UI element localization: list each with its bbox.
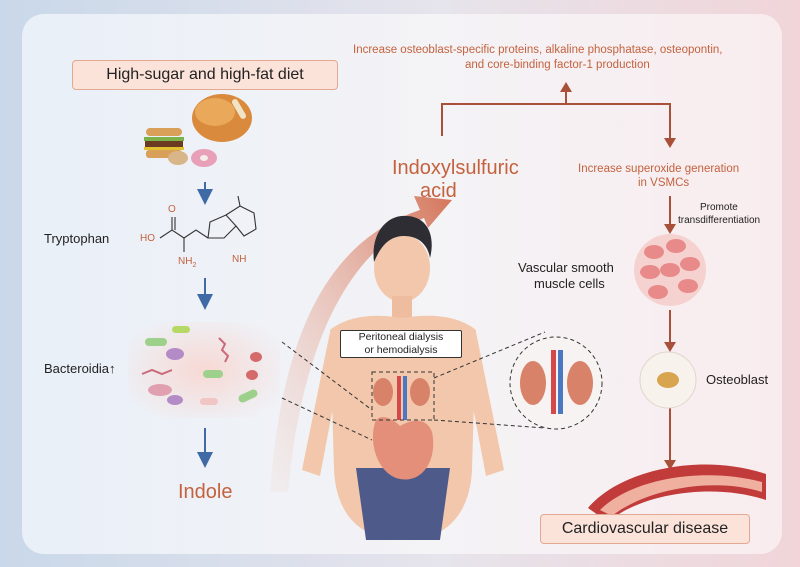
molecule-nh2-sub: 2: [192, 262, 197, 269]
diet-label-box: High-sugar and high-fat diet: [72, 60, 338, 90]
dialysis-label-box: Peritoneal dialysis or hemodialysis: [340, 330, 462, 358]
osteoblast-cell-icon: [639, 351, 697, 409]
vsmc-label-line1: Vascular smooth: [518, 260, 614, 275]
food-icon: [144, 94, 252, 167]
tryptophan-label: Tryptophan: [44, 231, 110, 246]
bacteroidia-label: Bacteroidia↑: [44, 361, 116, 376]
indole-label: Indole: [178, 481, 233, 503]
promote-line1: Promote: [700, 202, 738, 213]
promote-line2: transdifferentiation: [678, 215, 761, 226]
artery-icon: [588, 464, 766, 522]
molecule-nh2: NH2: [178, 256, 196, 269]
curved-flow-arrow: [270, 196, 452, 492]
molecule-nh: NH: [232, 254, 247, 265]
gut-bacteria-illustration: [128, 322, 280, 418]
diet-label: High-sugar and high-fat diet: [106, 66, 304, 83]
arrowheads-brown: [560, 82, 676, 470]
indoxyl-branch-arrows: [441, 90, 671, 460]
kidney-zoom-circle: [509, 336, 603, 430]
vsmc-cells-icon: [634, 234, 706, 306]
cvd-label-box: Cardiovascular disease: [540, 514, 750, 544]
vsmc-label-line2: muscle cells: [534, 276, 605, 291]
zoom-callouts: [281, 331, 546, 441]
cvd-label: Cardiovascular disease: [561, 520, 729, 537]
osteoblast-proteins-line2: and core-binding factor-1 production: [465, 59, 650, 71]
osteoblast-label: Osteoblast: [706, 372, 769, 387]
human-figure: [302, 215, 504, 540]
indoxyl-label-line1: Indoxylsulfuric: [392, 157, 519, 179]
molecule-ho: HO: [140, 233, 155, 244]
molecule-o: O: [168, 204, 176, 215]
dialysis-label-line1: Peritoneal dialysis: [358, 331, 444, 343]
indoxyl-label-line2: acid: [420, 180, 457, 202]
dialysis-label-line2: or hemodialysis: [364, 344, 438, 356]
superoxide-line2: in VSMCs: [638, 177, 690, 189]
superoxide-line1: Increase superoxide generation: [578, 163, 740, 175]
molecule-nh2-main: NH: [178, 256, 193, 267]
tryptophan-structure: [159, 195, 257, 252]
osteoblast-proteins-line1: Increase osteoblast-specific proteins, a…: [353, 44, 723, 56]
